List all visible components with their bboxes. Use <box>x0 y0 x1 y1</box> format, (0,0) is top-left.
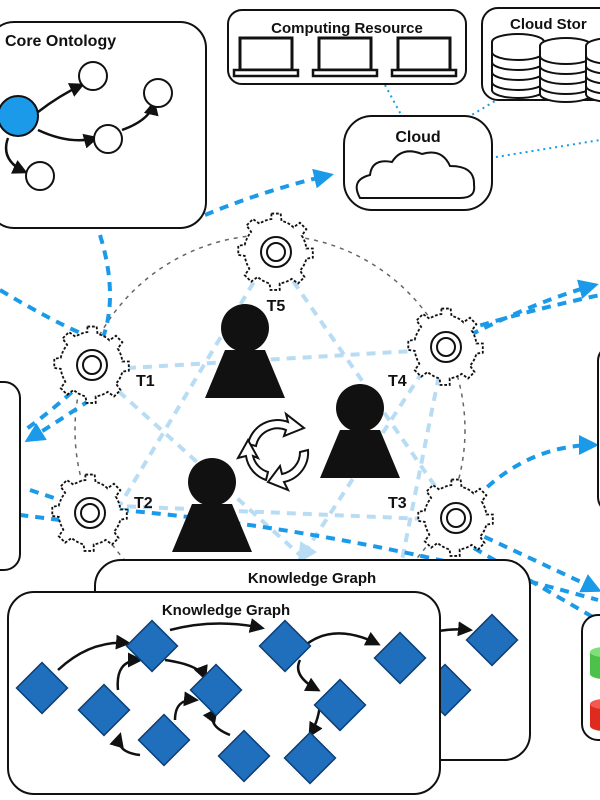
link-T3-right <box>463 435 599 512</box>
link-light-6 <box>118 253 272 507</box>
gear-T3: T3 <box>388 478 494 557</box>
ontology-graph <box>0 61 173 191</box>
database-icon <box>539 37 593 103</box>
person-icon <box>205 304 285 398</box>
gear-icon <box>407 307 484 386</box>
ontology-node <box>143 78 173 108</box>
cloud-storage-title: Cloud Stor <box>510 16 587 33</box>
laptop-icon <box>390 36 458 78</box>
kg-node <box>465 613 519 667</box>
gear-T4: T4 <box>388 307 484 390</box>
laptop-icon <box>311 36 379 78</box>
link-T3-db-2 <box>458 538 600 622</box>
ontology-node <box>25 161 55 191</box>
laptop-icon <box>232 36 300 78</box>
link-left-T2 <box>29 488 61 502</box>
gear-T1: T1 <box>53 325 155 404</box>
gear-icon <box>237 212 314 291</box>
kg-edges <box>57 618 381 757</box>
gear-T5: T5 <box>237 212 314 315</box>
link-T4-right <box>469 279 599 337</box>
database-panel <box>581 614 600 741</box>
ontology-root-node <box>0 95 39 137</box>
database-icon-green <box>590 652 600 679</box>
cloud-storage-panel: Cloud Stor <box>481 7 600 103</box>
gear-icon <box>53 325 130 404</box>
person-icon <box>320 384 400 478</box>
gear-label: T4 <box>388 373 407 390</box>
computing-resource-panel: Computing Resource <box>227 9 467 85</box>
kg-node <box>15 661 69 715</box>
database-icon <box>585 37 600 103</box>
cloud-panel: Cloud <box>343 115 493 211</box>
database-icon-red <box>590 704 600 731</box>
cloud-title: Cloud <box>395 129 440 146</box>
knowledge-graph-front-title: Knowledge Graph <box>162 602 290 619</box>
gear-label: T1 <box>136 373 155 390</box>
link-light-7 <box>393 344 447 596</box>
link-ontology-T1 <box>98 234 112 346</box>
cloud-icon <box>355 150 476 199</box>
link-T4-right-2 <box>464 293 600 332</box>
kg-node <box>189 663 243 717</box>
gear-T2: T2 <box>51 473 153 552</box>
core-ontology-panel: Core Ontology <box>0 21 207 229</box>
ontology-node <box>93 124 123 154</box>
link-left-T1 <box>0 288 86 337</box>
kg-node <box>77 683 131 737</box>
kg-node <box>313 678 367 732</box>
left-edge-panel <box>0 381 21 571</box>
kg-node <box>373 631 427 685</box>
link-T3-db <box>469 528 600 593</box>
knowledge-graph-back-title: Knowledge Graph <box>248 570 376 587</box>
kg-node <box>217 729 271 783</box>
knowledge-graph-front-panel: Knowledge Graph <box>7 591 441 795</box>
link-ontology-cloud <box>204 168 334 217</box>
kg-node <box>283 731 337 785</box>
kg-node <box>258 619 312 673</box>
link-T1-left-2 <box>23 368 97 432</box>
link-cloud-right <box>489 139 600 159</box>
link-T2-left <box>19 513 61 522</box>
ontology-node <box>78 61 108 91</box>
gear-label: T3 <box>388 495 407 512</box>
link-T1-left <box>24 398 92 443</box>
gear-icon <box>51 473 128 552</box>
link-compute-cloud <box>384 84 406 123</box>
link-light-3 <box>273 253 457 517</box>
computing-resource-title: Computing Resource <box>271 20 423 37</box>
link-light-1 <box>93 368 302 557</box>
gear-icon <box>417 478 494 557</box>
person-icon <box>172 458 252 552</box>
kg-node <box>125 619 179 673</box>
core-ontology-title: Core Ontology <box>5 33 116 50</box>
cycle-arrows-icon <box>236 411 310 492</box>
link-light-5 <box>94 503 451 522</box>
kg-node <box>137 713 191 767</box>
gear-label: T2 <box>134 495 153 512</box>
database-icon <box>491 33 545 99</box>
gear-label: T5 <box>267 298 286 315</box>
